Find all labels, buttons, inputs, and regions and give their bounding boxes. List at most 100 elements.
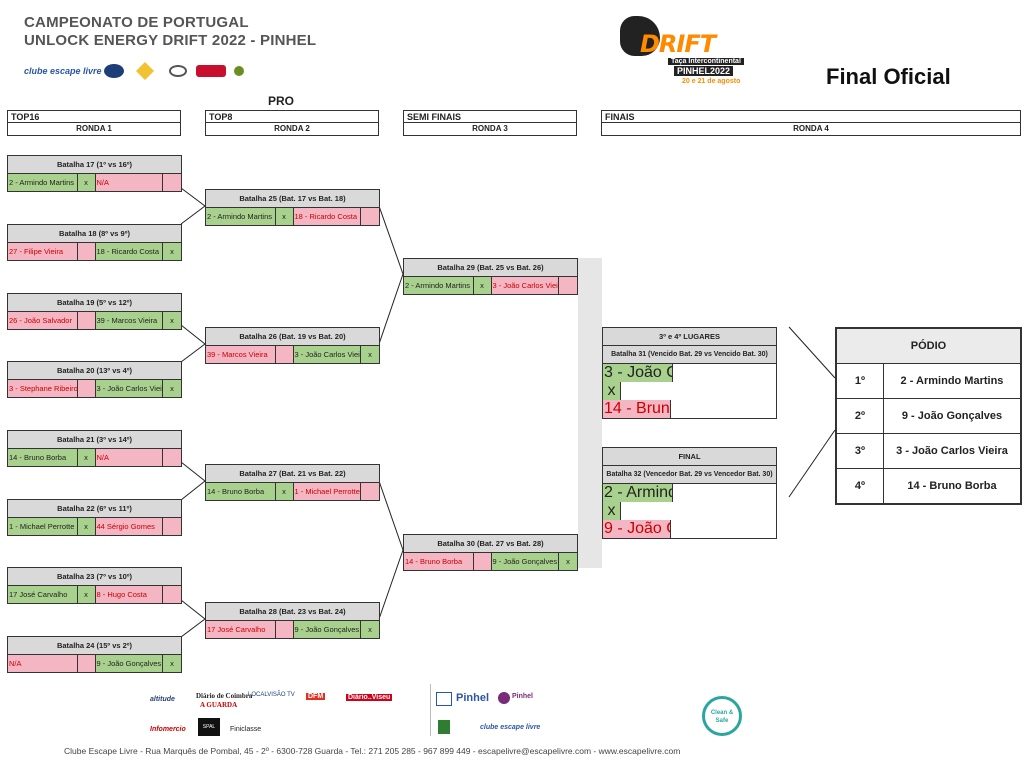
battle-card: Batalha 20 (13º vs 4º)3 - Stephane Ribei… [7, 361, 182, 398]
winner-mark-a [77, 312, 96, 329]
battle-card: Batalha 30 (Bat. 27 vs Bat. 28)14 - Brun… [403, 534, 578, 571]
competitor-a: 14 - Bruno Borba [8, 449, 78, 466]
battle-title: Batalha 32 (Vencedor Bat. 29 vs Vencedor… [603, 466, 776, 484]
podium-name: 9 - João Gonçalves [901, 410, 1003, 422]
battle-title: Batalha 28 (Bat. 23 vs Bat. 24) [206, 603, 379, 621]
podium-position: 1º [837, 364, 884, 398]
pinhel-tourism-logo: Pinhel [512, 693, 534, 700]
col-header-finais: FINAIS RONDA 4 [601, 110, 1021, 136]
pinhel-crest-icon [436, 692, 452, 706]
competitor-b: 9 - João Gonçalves [603, 520, 671, 538]
altitude-logo: altitude [150, 696, 175, 703]
dfm-logo: DFM [306, 693, 326, 700]
winner-mark-b [361, 208, 379, 225]
sponsor-badge-icon [104, 64, 124, 78]
winner-mark-b [559, 277, 577, 294]
winner-mark-a: x [77, 586, 96, 603]
competitor-a: 3 - João Carlos Vieira [603, 364, 673, 382]
clube-escape-livre-logo: clube escape livre [480, 724, 541, 731]
sponsor-round-icon [234, 66, 244, 76]
spal-logo: SPAL [198, 718, 220, 736]
pinhel-logo: Pinhel [456, 692, 490, 704]
page-title: CAMPEONATO DE PORTUGAL UNLOCK ENERGY DRI… [24, 14, 316, 50]
winner-mark-a [77, 655, 96, 672]
competitor-b: N/A [95, 449, 164, 466]
pro-label: PRO [268, 94, 295, 108]
competitor-b: 9 - João Gonçalves [491, 553, 560, 570]
podium-name: 14 - Bruno Borba [907, 480, 997, 492]
battle-row: 2 - Armindo Martinsx9 - João Gonçalves [603, 484, 776, 538]
competitor-b: 44 Sérgio Gomes [95, 518, 164, 535]
podium-name: 2 - Armindo Martins [900, 375, 1004, 387]
competitor-b: N/A [95, 174, 164, 191]
sponsors-left: altitude Diário de Coimbra A GUARDA LOCA… [150, 692, 430, 736]
battle-title: Batalha 27 (Bat. 21 vs Bat. 22) [206, 465, 379, 483]
pinhel-label: PINHEL2022 [674, 66, 734, 76]
winner-mark-a: x [77, 174, 96, 191]
competitor-a: 27 - Filipe Vieira [8, 243, 78, 260]
col-title: SEMI FINAIS [403, 110, 577, 123]
dates-label: 20 e 21 de agosto [682, 78, 741, 85]
semis-background [578, 258, 602, 568]
winner-mark-b: x [361, 621, 379, 638]
competitor-a: 1 - Michael Perrotte [8, 518, 78, 535]
turismo-logo-icon [438, 720, 450, 734]
battle-title: Batalha 18 (8º vs 9º) [8, 225, 181, 243]
footer-address: Clube Escape Livre - Rua Marquês de Pomb… [64, 746, 681, 756]
col-title: TOP16 [7, 110, 181, 123]
finiclasse-logo: Finiclasse [230, 726, 262, 733]
competitor-b: 39 - Marcos Vieira [95, 312, 164, 329]
battle-card: Batalha 19 (5º vs 12º)26 - João Salvador… [7, 293, 182, 330]
fpak-logo-icon [136, 62, 154, 80]
competitor-a: 3 - Stephane Ribeiro [8, 380, 78, 397]
localvisao-logo: LOCALVISÃO TV [248, 692, 295, 698]
competitor-b: 18 - Ricardo Costa [293, 208, 362, 225]
winner-mark-a: x [603, 382, 621, 400]
winner-mark-a: x [77, 449, 96, 466]
sponsors-right: Pinhel Pinhel clube escape livre [436, 690, 576, 738]
club-logo: clube escape livre [24, 66, 102, 76]
paint-splash-icon [620, 16, 660, 56]
competitor-a: 2 - Armindo Martins [206, 208, 276, 225]
podium-row: 1º 2 - Armindo Martins [837, 364, 1020, 399]
battle-title: Batalha 21 (3º vs 14º) [8, 431, 181, 449]
clean-safe-badge-icon: Clean & Safe [702, 696, 742, 736]
competitor-a: 17 José Carvalho [206, 621, 276, 638]
battle-card: Batalha 26 (Bat. 19 vs Bat. 20)39 - Marc… [205, 327, 380, 364]
winner-mark-b: x [163, 380, 181, 397]
battle-title: Batalha 23 (7º vs 10º) [8, 568, 181, 586]
winner-mark-b: x [163, 312, 181, 329]
battle-card: Batalha 17 (1º vs 16º)2 - Armindo Martin… [7, 155, 182, 192]
winner-mark-b [163, 174, 181, 191]
sponsor-divider [430, 684, 431, 736]
winner-mark-a [77, 380, 96, 397]
a-guarda-logo: A GUARDA [200, 701, 238, 709]
drift-logo: DRIFT Taça Intercontinental PINHEL2022 2… [620, 10, 760, 90]
col-round: RONDA 2 [205, 123, 379, 136]
winner-mark-a: x [275, 208, 294, 225]
winner-mark-a [275, 346, 294, 363]
battle-title: Batalha 26 (Bat. 19 vs Bat. 20) [206, 328, 379, 346]
winner-mark-a [77, 243, 96, 260]
competitor-b: 8 - Hugo Costa [95, 586, 164, 603]
col-header-top8: TOP8 RONDA 2 [205, 110, 379, 136]
header-logos: clube escape livre [24, 62, 259, 84]
winner-mark-b [163, 586, 181, 603]
winner-mark-b: x [361, 346, 379, 363]
taca-label: Taça Intercontinental [668, 58, 744, 65]
col-round: RONDA 4 [601, 123, 1021, 136]
winner-mark-b [163, 449, 181, 466]
